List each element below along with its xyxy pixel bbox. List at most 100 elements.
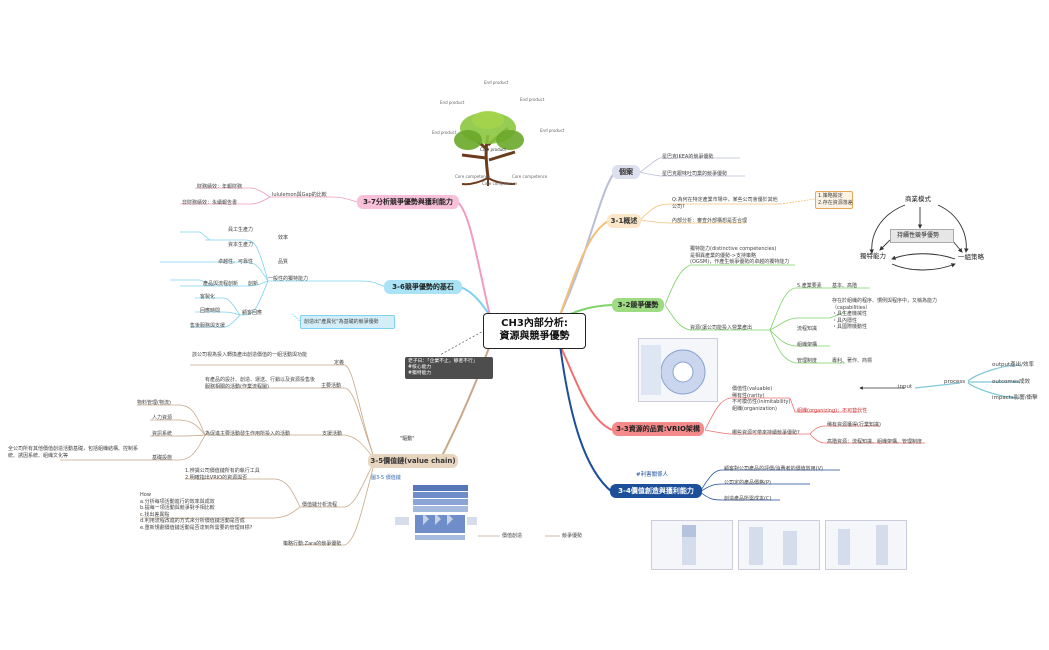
intro-item: 星巴克IKEA的競爭優勢 (662, 154, 714, 160)
b37-c2: 非財務績效：永續報告書 (182, 200, 238, 206)
b31-answer-box: 1.策略擬定 2.存在資源落差 (815, 191, 853, 209)
b36-quality: 品質 (278, 259, 289, 265)
b36-efficiency: 效率 (278, 235, 289, 241)
note-box[interactable]: 老子曰：「企業不止，靜者不行」 #核心能力 #獨特能力 (405, 357, 493, 379)
root-title-line1: CH3內部分析: (501, 318, 568, 329)
proc-output: output產出/效率 (992, 362, 1034, 368)
b32-s4a: 專利、著作、商標 (832, 358, 873, 364)
b34-figure-3-graphic (838, 525, 888, 565)
core-competence-tree (454, 111, 524, 186)
b35-support-item: 人力資源 (152, 415, 173, 421)
b36-r2: 回應時間 (200, 308, 221, 314)
side-center-box: 持續性競爭優勢 (890, 229, 954, 243)
tree-label: End product (520, 97, 545, 102)
side-center: 持續性競爭優勢 (897, 232, 940, 239)
b31-answer: 1.策略擬定 (818, 193, 843, 199)
tree-label: Core competence (482, 181, 518, 186)
b32-s1a: 基本、高階 (832, 283, 858, 289)
b35-how: How a.分析每項活動進行的效率與成效 b.提每一項活動與競爭對手相比較 c.… (140, 492, 253, 531)
b35-analysis: 價值鏈分析流程 (302, 502, 338, 508)
branch-line-37 (457, 201, 491, 317)
b32-resource: 資源(讓公司能投入營業產出 (690, 325, 752, 331)
b32-desc: 獨特能力(distinctive competencies) 是相異產業的優勢-… (690, 246, 790, 265)
side-top: 商業模式 (905, 195, 931, 203)
b32-figure (638, 338, 718, 402)
branch-35[interactable]: 3-5價值鏈(value chain) (368, 454, 458, 468)
branch-36[interactable]: 3-6競爭優勢的基石 (384, 280, 462, 294)
b32-s2: 流程知識 (797, 326, 818, 332)
b32-s2a: 存在於組織的程序、慣例與程序中，又稱為能力（capabilities） ・具生產… (832, 298, 938, 330)
b35-def: 該公司視為投入轉換產出創造價值的一組活動與功能 (192, 352, 308, 358)
value-chain-graphic (395, 485, 477, 540)
side-right: 一組策略 (958, 253, 984, 261)
b33-org: 組織(organizing)：不可替代性 (797, 408, 868, 414)
branch-37[interactable]: 3-7分析競爭優勢與獲利能力 (357, 195, 459, 209)
b35-bottom-2: 競爭優勢 (562, 533, 583, 539)
branch-line-36 (459, 286, 491, 317)
b36-r1: 客製化 (200, 294, 216, 300)
b32-s3: 組織架構 (797, 342, 818, 348)
branch-32[interactable]: 3-2競爭優勢 (612, 298, 664, 312)
proc-process: process (944, 379, 966, 385)
b34-item: 顧客對公司產品的評價/消費者的價值效用(V) (724, 466, 824, 472)
tree-label: End product (484, 80, 509, 85)
b34-figure-1 (651, 520, 733, 570)
b32-s4: 管理制度 (797, 358, 818, 364)
b35-strategy: 策略行動:Zara的競爭優勢 (283, 541, 342, 547)
intro-item: 星巴克跟味吐司業的競爭優勢 (662, 171, 728, 177)
b31-item: 內部分析：審查外部構想是否合理 (672, 218, 748, 224)
proc-output: impacts影響/衝擊 (992, 395, 1038, 401)
note-line: 老子曰：「企業不止，靜者不行」 (408, 359, 478, 364)
b35-support-item: 物料管理(物流) (137, 400, 171, 406)
b35-analysis-steps: 1.辨識公司價值鏈所有的執行工具 2.明確指出VRIO的資源與否 (185, 468, 260, 481)
proc-output: outcomes成效 (992, 379, 1031, 385)
branch-line-31 (559, 219, 611, 316)
b35-bottom-1: 價值創造 (502, 533, 523, 539)
b36-response: 顧客回應 (242, 310, 263, 316)
b35-primary: 有產品的設計、創造、運送、行銷以及資源投售後服務相關的活動(作業流程圖) (205, 377, 316, 390)
note-line: #核心能力 (408, 365, 432, 370)
b36-q3: 卓越性、可靠性 (218, 259, 254, 265)
b36-innovation: 創新 (248, 281, 259, 287)
tree-label: Core product (480, 147, 506, 152)
side-left: 獨特能力 (860, 252, 886, 260)
b37-compare: lululemon與Gap的比較 (272, 192, 327, 198)
branch-31[interactable]: 3-1概述 (607, 214, 641, 228)
tree-label: Core competence (455, 174, 491, 179)
b34-figure-3 (825, 520, 907, 570)
b35-support-label: 支援活動 (322, 431, 343, 437)
branch-34[interactable]: 3-4價值創造與獲利能力 (610, 484, 702, 498)
branch-line-intro (559, 171, 616, 316)
b35-value-chain-figure (393, 483, 478, 549)
b33-question: 哪些資源可帶來持續競爭優勢? (732, 430, 800, 436)
b37-c1: 財務績效：年報財務 (197, 184, 243, 190)
tree-label: End product (432, 130, 457, 135)
b35-support-item: 資訊系統 (152, 431, 173, 437)
branch-intro[interactable]: 個案 (612, 165, 640, 179)
b35-support-item: 基礎設施 (152, 455, 173, 461)
b35-figure-caption: 圖3-5 價值鏈 (371, 475, 401, 481)
b35-def-label: 定義 (334, 360, 345, 366)
b35-quote: "驅動" (400, 436, 415, 442)
b34-item: 公司定的產品價格(P) (724, 480, 771, 486)
b33-a2: 高階資源：流程知識、組織架構、管理制度 (827, 439, 923, 445)
branch-line-33 (559, 344, 613, 431)
b36-box-text: 創造出"產異化"為基礎的競爭優勢 (304, 319, 379, 325)
b34-figure-2-graphic (749, 527, 797, 565)
root-topic[interactable]: CH3內部分析: 資源與競爭優勢 (483, 313, 586, 349)
b36-box: 創造出"產異化"為基礎的競爭優勢 (300, 315, 395, 329)
b36-q1: 員工生產力 (228, 227, 254, 233)
b36-r3: 售後服務與支援 (190, 323, 226, 329)
b34-tag: #利害關係人 (636, 472, 669, 478)
b35-primary-label: 主要活動 (321, 383, 342, 389)
b36-generic: 一般性的獨特能力 (268, 276, 309, 282)
b31-answer: 2.存在資源落差 (818, 200, 853, 206)
b34-figure-2 (738, 520, 820, 570)
b34-figure-1-graphic (682, 525, 696, 565)
branch-33[interactable]: 3-3資源的品質:VRIO架構 (612, 422, 704, 436)
b33-a1: 稀有資源獲得(行業知識) (827, 422, 881, 428)
b32-figure-graphic (641, 345, 706, 395)
b36-q4: 產品與流程創新 (203, 281, 239, 287)
b32-s1: 5.產業要素 (797, 283, 822, 289)
b35-infra: 全公司所有其他價值創造活動基礎，包括組織結構、控制系統、誘因系統、組織文化等 (8, 446, 139, 459)
